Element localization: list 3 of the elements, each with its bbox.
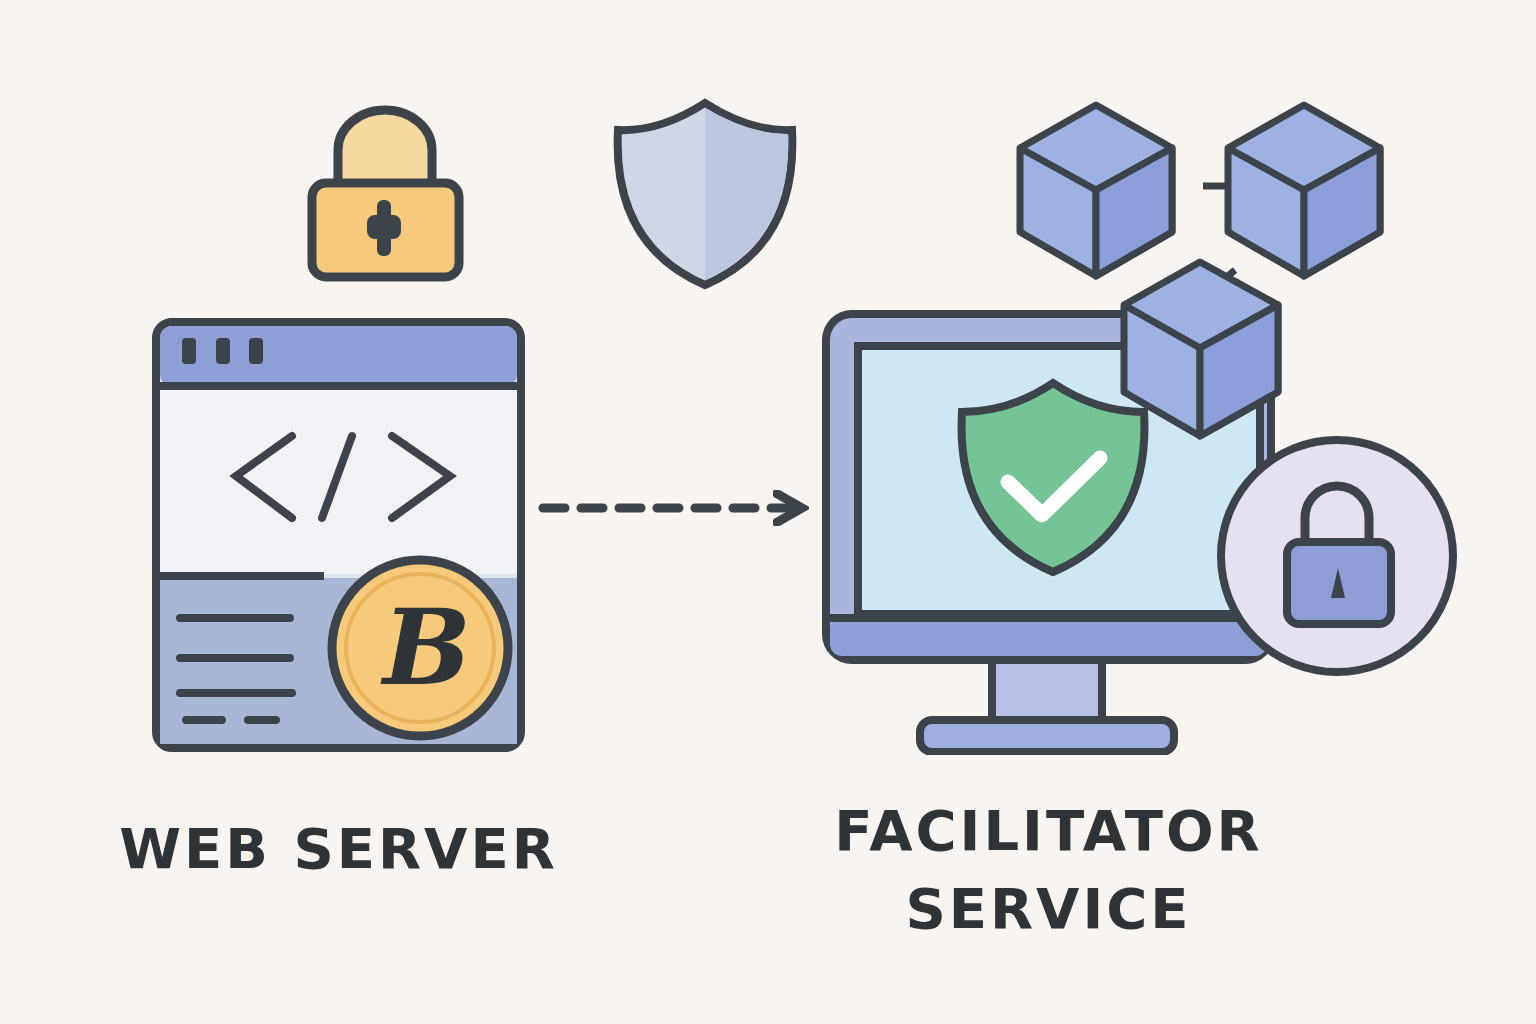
dashed-arrow xyxy=(538,489,807,527)
node-title: WEB SERVER xyxy=(118,815,559,883)
node-title: FACILITATOR SERVICE xyxy=(833,797,1264,943)
